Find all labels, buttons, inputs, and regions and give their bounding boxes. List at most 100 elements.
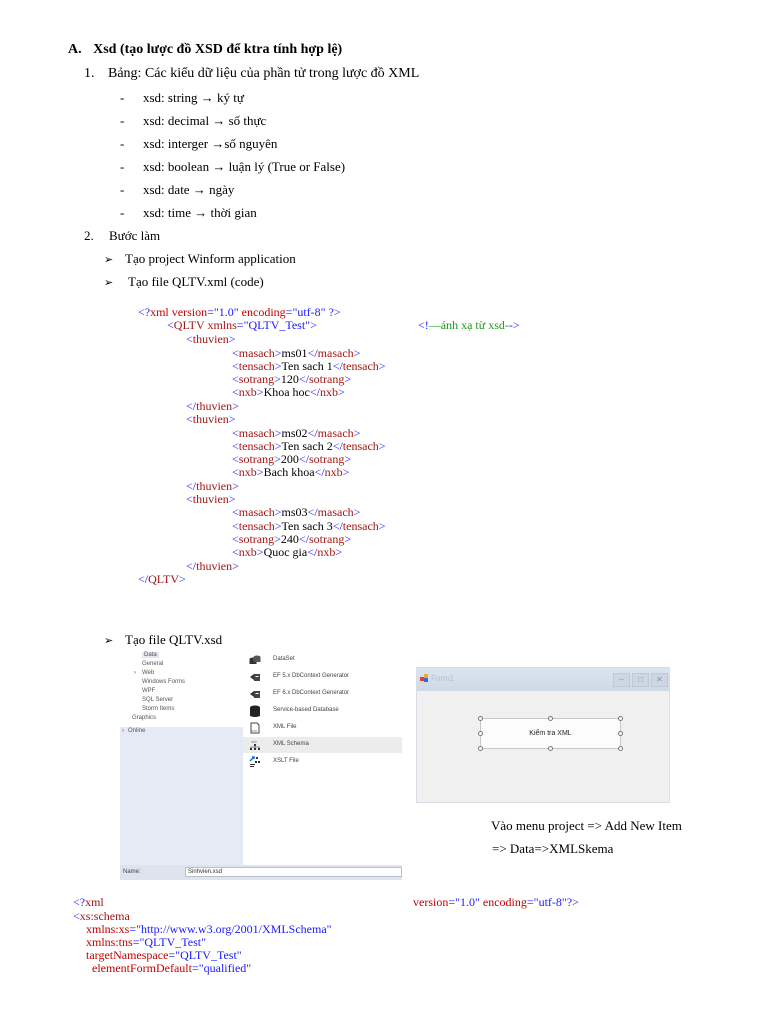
section-marker: A.: [68, 42, 82, 57]
xml-group-close: </thuvien>: [186, 399, 239, 413]
tree-item-storm-items[interactable]: Storm Items: [142, 706, 175, 712]
xml-file-icon: </>: [250, 722, 260, 734]
tree-item-sql-server[interactable]: SQL Server: [142, 697, 174, 703]
step-item: ➢ Tạo project Winform application: [104, 251, 296, 267]
template-category-tree: Data General › Web Windows Forms WPF SQL…: [120, 650, 243, 865]
xml-tensach: <tensach>Ten sach 2</tensach>: [232, 439, 386, 453]
minimize-button[interactable]: –: [613, 673, 630, 687]
xml-sotrang: <sotrang>200</sotrang>: [232, 452, 352, 466]
type-text: xsd: interger →số nguyên: [143, 136, 278, 151]
xsd-attr: xmlns:tns="QLTV_Test": [86, 935, 206, 949]
resize-handle[interactable]: [618, 716, 623, 721]
item-1-heading: 1. Bảng: Các kiểu dữ liệu của phần tử tr…: [84, 66, 419, 82]
item-number: 2.: [84, 228, 94, 243]
tree-item-web[interactable]: Web: [142, 670, 155, 676]
template-item-xml-schema[interactable]: </> XML Schema: [243, 737, 402, 753]
svg-text:</>: </>: [252, 728, 258, 733]
resize-handle[interactable]: [618, 746, 623, 751]
tree-item-online[interactable]: Online: [128, 728, 146, 734]
tree-item-wpf[interactable]: WPF: [142, 688, 156, 694]
arrow-bullet-icon: ➢: [104, 277, 114, 289]
xsd-attr: xmlns:xs="http://www.w3.org/2001/XMLSche…: [86, 922, 332, 936]
type-list-item: -xsd: date → ngày: [120, 182, 234, 198]
type-text: xsd: boolean → luận lý (True or False): [143, 159, 346, 174]
template-item-ef6[interactable]: EF 6.x DbContext Generator: [243, 686, 402, 702]
caption-line-1: Vào menu project => Add New Item: [491, 818, 682, 833]
name-bar: Name: Sinhvien.xsd: [120, 865, 402, 880]
xml-tensach: <tensach>Ten sach 3</tensach>: [232, 519, 386, 533]
resize-handle[interactable]: [618, 731, 623, 736]
maximize-button[interactable]: □: [632, 673, 649, 687]
xml-group-open: <thuvien>: [186, 332, 236, 346]
xml-group-open: <thuvien>: [186, 412, 236, 426]
resize-handle[interactable]: [548, 746, 553, 751]
form1-title: Form1: [431, 674, 455, 683]
template-item-service-db[interactable]: Service-based Database: [243, 703, 402, 719]
resize-handle[interactable]: [548, 716, 553, 721]
xml-masach: <masach>ms01</masach>: [232, 346, 361, 360]
type-list-item: - xsd: string → ký tự: [120, 90, 244, 106]
type-text: xsd: time → thời gian: [143, 205, 257, 220]
dash-bullet: -: [120, 90, 125, 105]
type-list-item: - xsd: boolean → luận lý (True or False): [120, 159, 345, 175]
dash-bullet: -: [120, 113, 125, 128]
template-item-ef5[interactable]: EF 5.x DbContext Generator: [243, 669, 402, 685]
add-new-item-dialog-screenshot: Data General › Web Windows Forms WPF SQL…: [120, 650, 402, 880]
type-text: xsd: string → ký tự: [143, 90, 244, 105]
tree-item-windows-forms[interactable]: Windows Forms: [142, 679, 186, 685]
tree-expander-icon[interactable]: ›: [134, 670, 136, 676]
winforms-app-icon: [420, 674, 428, 682]
xsd-attr: targetNamespace="QLTV_Test": [86, 948, 242, 962]
type-list-item: - xsd: interger →số nguyên: [120, 136, 277, 152]
name-input[interactable]: Sinhvien.xsd: [185, 867, 402, 877]
xml-declaration: <?xml version="1.0" encoding="utf-8" ?>: [138, 305, 341, 319]
type-text: xsd: decimal → số thực: [143, 113, 267, 128]
ef-generator-icon: [250, 691, 260, 698]
dash-bullet: -: [120, 159, 125, 174]
svg-text:</>: </>: [251, 739, 257, 744]
tree-item-data[interactable]: Data: [142, 652, 159, 658]
dash-bullet: -: [120, 205, 125, 220]
xml-sotrang: <sotrang>120</sotrang>: [232, 372, 352, 386]
xml-masach: <masach>ms02</masach>: [232, 426, 361, 440]
xml-group-open: <thuvien>: [186, 492, 236, 506]
template-item-dataset[interactable]: DataSet: [243, 652, 402, 668]
form1-window-screenshot: Form1 – □ ✕ Kiểm tra XML: [416, 667, 670, 803]
tree-item-general[interactable]: General: [142, 661, 164, 667]
dash-bullet: -: [120, 136, 125, 151]
step-text: Tạo project Winform application: [125, 251, 296, 266]
section-heading: A. Xsd (tạo lược đồ XSD để ktra tính hợp…: [68, 42, 342, 58]
caption-line-2: => Data=>XMLSkema: [492, 841, 614, 856]
close-button[interactable]: ✕: [651, 673, 668, 687]
kiem-tra-xml-button[interactable]: Kiểm tra XML: [480, 718, 621, 749]
item-number: 1.: [84, 66, 95, 81]
xsd-declaration-open: <?xml: [73, 895, 104, 909]
template-item-xslt-file[interactable]: XSLT File: [243, 754, 402, 770]
dash-bullet: -: [120, 182, 125, 197]
resize-handle[interactable]: [478, 746, 483, 751]
xsd-attr: elementFormDefault="qualified": [92, 961, 252, 975]
arrow-bullet-icon: ➢: [104, 254, 114, 266]
item-title: Bảng: Các kiểu dữ liệu của phần tử trong…: [108, 66, 420, 81]
name-label: Name:: [123, 869, 141, 875]
resize-handle[interactable]: [478, 716, 483, 721]
step-text: Tạo file QLTV.xsd: [125, 632, 223, 647]
xsd-schema-open: <xs:schema: [73, 909, 130, 923]
section-title: Xsd (tạo lược đồ XSD để ktra tính hợp lệ…: [93, 42, 343, 57]
template-list: DataSet EF 5.x DbContext Generator EF 6.…: [243, 650, 402, 865]
xml-comment: <!—ánh xạ từ xsd-->: [418, 318, 520, 332]
tree-item-graphics[interactable]: Graphics: [132, 715, 157, 721]
xml-root-close: </QLTV>: [138, 572, 186, 586]
database-icon: [250, 705, 260, 717]
tree-expander-icon[interactable]: ›: [122, 728, 124, 734]
xml-group-close: </thuvien>: [186, 559, 239, 573]
ef-generator-icon: [250, 674, 260, 681]
xml-nxb: <nxb>Bach khoa</nxb>: [232, 465, 350, 479]
xml-schema-icon: </>: [250, 739, 260, 750]
xml-masach: <masach>ms03</masach>: [232, 505, 361, 519]
step-text: Tạo file QLTV.xml (code): [128, 274, 264, 289]
item-title: Bước làm: [109, 228, 161, 243]
resize-handle[interactable]: [478, 731, 483, 736]
type-list-item: - xsd: time → thời gian: [120, 205, 257, 221]
template-item-xml-file[interactable]: </> XML File: [243, 720, 402, 736]
